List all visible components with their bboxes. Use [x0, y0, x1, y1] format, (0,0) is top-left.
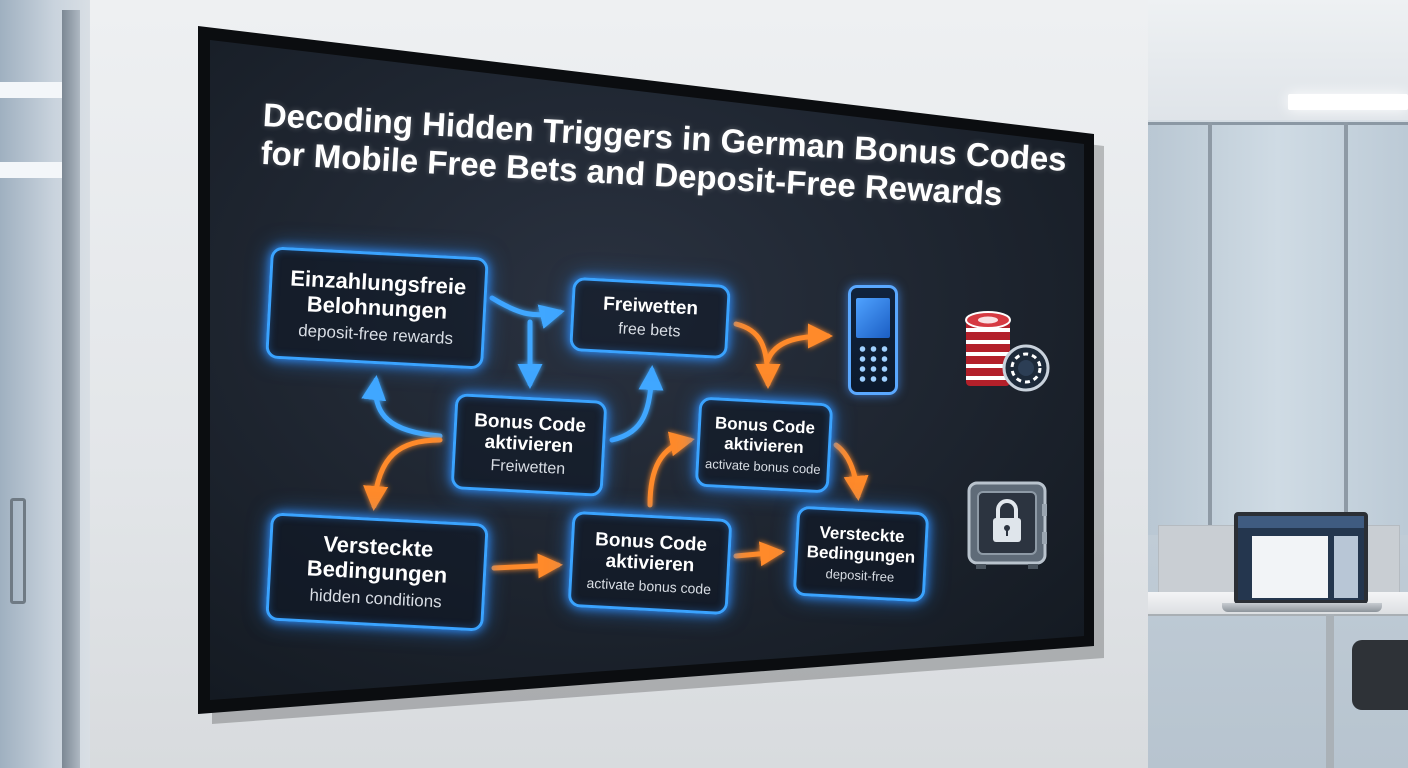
node-subtitle: activate bonus code: [586, 574, 712, 598]
node-title: Freiwetten: [602, 293, 699, 320]
node-deposit-free-rewards: Einzahlungsfreie Belohnungen deposit-fre…: [265, 246, 489, 370]
arrow-to-phone: [765, 323, 833, 363]
node-activate-bonus-code-right: Bonus Code aktivieren activate bonus cod…: [694, 396, 834, 494]
safe-lock-icon: [967, 481, 1047, 569]
node-subtitle: deposit-free: [825, 565, 895, 585]
arrow-n6-to-n4: [647, 431, 695, 508]
office-background-right: [1148, 0, 1408, 768]
office-background-left: [0, 0, 90, 768]
laptop-base: [1222, 603, 1382, 612]
ceiling-light: [1288, 94, 1408, 110]
node-title: Bonus Code aktivieren: [594, 528, 708, 577]
connector-arrows-blue: [361, 295, 664, 443]
node-free-bets: Freiwetten free bets: [569, 276, 731, 360]
arrow-n4-to-n7: [833, 442, 869, 501]
arrow-n3-to-n2: [609, 365, 664, 443]
mobile-phone-icon: [848, 285, 898, 395]
node-subtitle: Freiwetten: [490, 457, 566, 479]
node-hidden-conditions-deposit-free: Versteckte Bedingungen deposit-free: [792, 505, 930, 603]
laptop: [1234, 512, 1368, 604]
door-handle: [10, 498, 26, 604]
node-title: Bonus Code aktivieren: [473, 409, 587, 458]
arrow-n2-to-n4: [733, 321, 781, 389]
glass-door-frame: [62, 10, 80, 768]
ceiling-light: [0, 82, 78, 98]
arrow-n3-to-n5: [363, 437, 443, 511]
arrow-n1-to-n3: [361, 375, 443, 439]
arrow-n6-to-n7: [733, 541, 785, 567]
node-title: Einzahlungsfreie Belohnungen: [289, 265, 467, 324]
node-subtitle: free bets: [617, 319, 681, 341]
node-title: Versteckte Bedingungen: [806, 523, 916, 567]
window-mullion: [1344, 122, 1348, 542]
connector-arrows-orange: [363, 321, 869, 579]
desk-leg: [1326, 614, 1334, 768]
ceiling-light: [0, 162, 78, 178]
office-chair: [1352, 640, 1408, 710]
node-subtitle: activate bonus code: [704, 455, 822, 477]
node-activate-bonus-code-bottom: Bonus Code aktivieren activate bonus cod…: [567, 510, 733, 616]
glass-wall: [1148, 122, 1408, 535]
node-activate-bonus-code-freiwetten: Bonus Code aktivieren Freiwetten: [450, 393, 608, 497]
window-mullion: [1208, 122, 1212, 542]
arrow-n5-to-n6: [491, 553, 563, 579]
node-title: Bonus Code aktivieren: [714, 413, 816, 457]
casino-chips-icon: [965, 311, 1050, 392]
node-title: Versteckte Bedingungen: [306, 531, 448, 588]
arrow-n1-to-n2: [489, 295, 565, 329]
node-hidden-conditions: Versteckte Bedingungen hidden conditions: [265, 512, 489, 632]
